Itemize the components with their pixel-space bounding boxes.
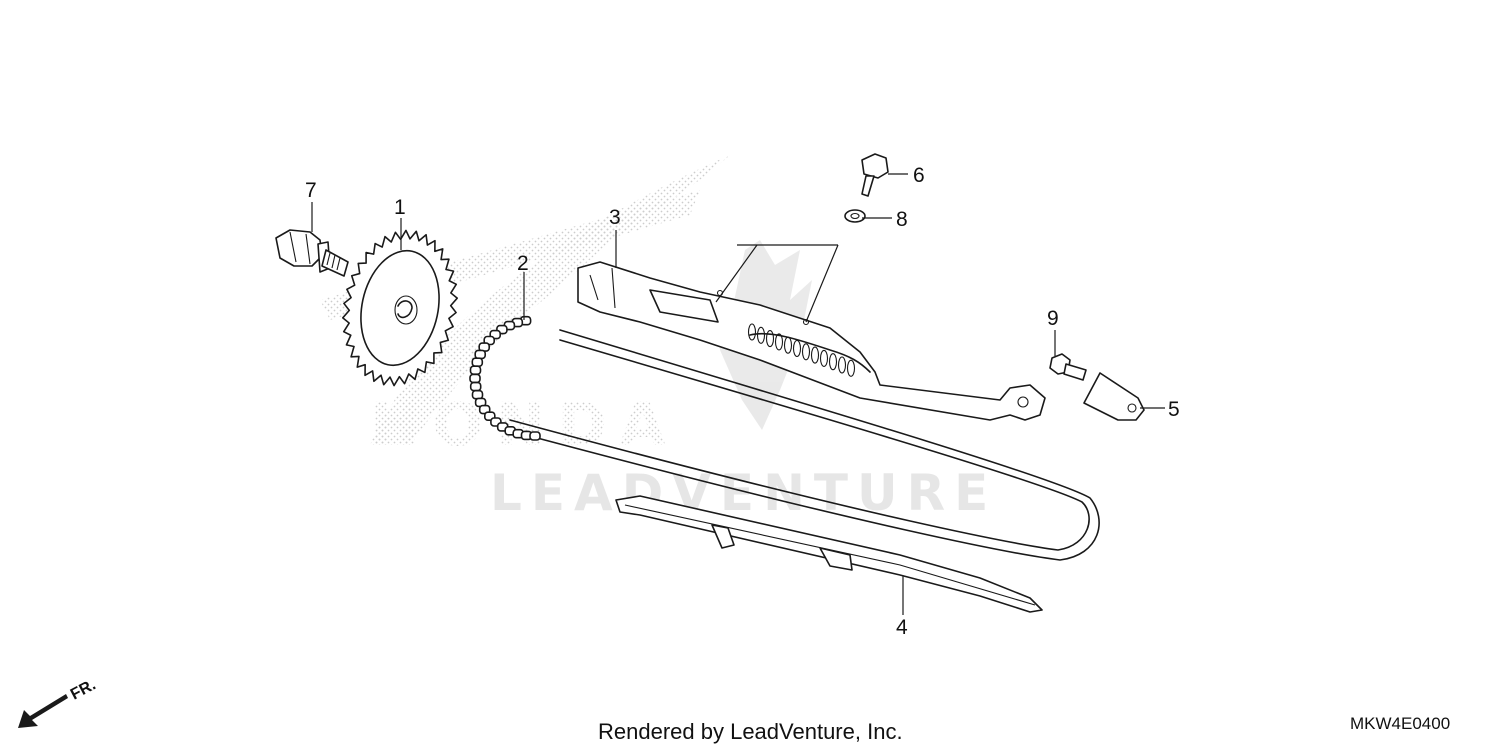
- flange-bolt-part: [861, 153, 889, 197]
- callout-5: 5: [1168, 398, 1180, 421]
- sprocket-bolt-part: [275, 229, 349, 277]
- callout-6: 6: [913, 164, 925, 187]
- cam-chain-guide-part: [615, 495, 1043, 613]
- render-credit: Rendered by LeadVenture, Inc.: [598, 719, 903, 744]
- leadventure-watermark: LEADVENTURE: [490, 240, 997, 522]
- washer-part: [844, 209, 866, 223]
- callout-8: 8: [896, 208, 908, 231]
- cam-chain-part: [469, 315, 1100, 561]
- tensioner-holder-part: [1083, 372, 1145, 421]
- callout-4: 4: [896, 616, 908, 639]
- holder-bolt-part: [1049, 353, 1087, 381]
- callout-2: 2: [517, 252, 529, 275]
- cam-sprocket-part: [342, 229, 458, 387]
- honda-wordmark-watermark: HONDA: [370, 390, 678, 460]
- front-direction-arrow-icon: FR.: [18, 676, 99, 728]
- cam-chain-tensioner-part: [577, 261, 1046, 421]
- leader-lines: [311, 173, 1165, 615]
- front-direction-label: FR.: [68, 676, 99, 703]
- diagram-code: MKW4E0400: [1350, 714, 1451, 733]
- callout-7: 7: [305, 179, 317, 202]
- callout-3: 3: [609, 206, 621, 229]
- leadventure-watermark-text: LEADVENTURE: [490, 464, 997, 522]
- callout-9: 9: [1047, 307, 1059, 330]
- callout-1: 1: [394, 196, 406, 219]
